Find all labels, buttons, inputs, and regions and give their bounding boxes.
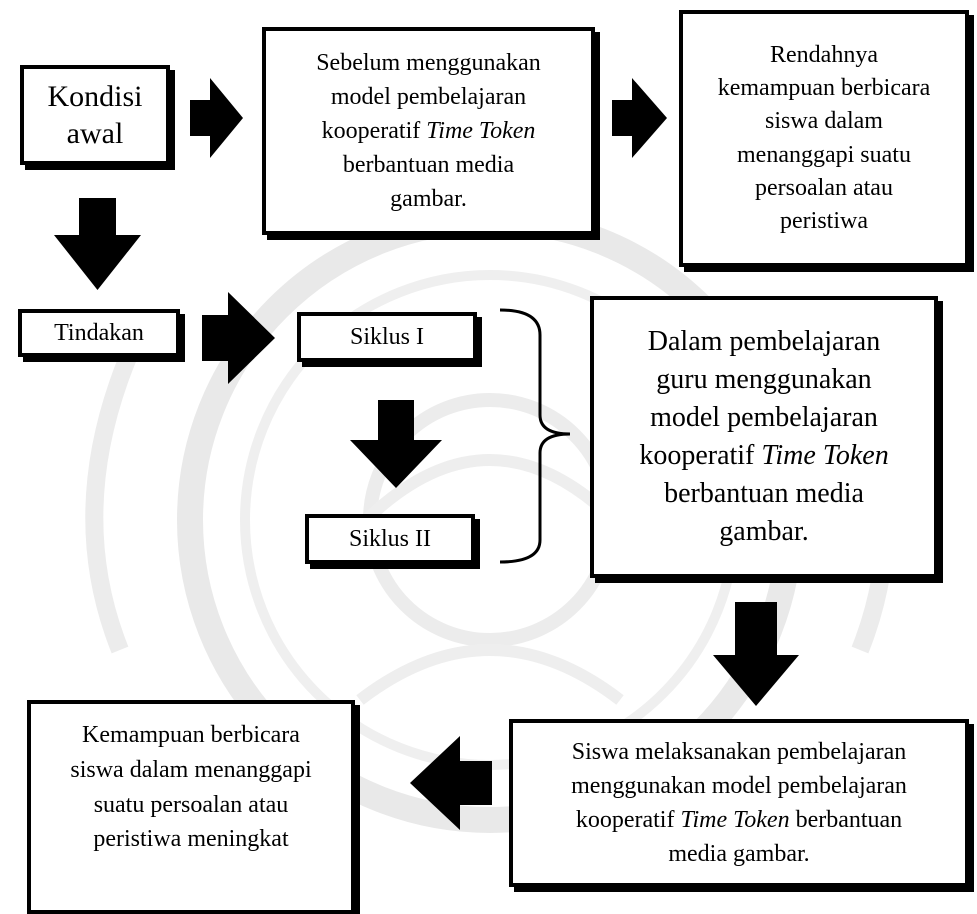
arrow-down-1 [54, 198, 141, 290]
arrow-right-3 [202, 292, 275, 384]
node-sebelum: Sebelum menggunakan model pembelajaran k… [262, 27, 595, 235]
arrow-left-1 [410, 736, 492, 830]
node-siklus-2-label: Siklus II [348, 525, 431, 552]
node-siklus-1: Siklus I [297, 312, 477, 362]
node-kemampuan-label: Kemampuan berbicara siswa dalam menangga… [70, 722, 312, 853]
node-sebelum-text-a: Sebelum menggunakan model pembelajaran k… [316, 49, 541, 144]
node-siswa-melaksanakan: Siswa melaksanakan pembelajaran mengguna… [509, 719, 969, 887]
arrow-right-2 [612, 78, 667, 158]
node-dalam-text-b: berbantuan media gambar. [664, 478, 864, 548]
node-siswa-text-a: Siswa melaksanakan pembelajaran mengguna… [571, 738, 907, 833]
arrow-down-2 [350, 400, 442, 488]
node-kondisi-awal: Kondisi awal [20, 65, 170, 165]
node-rendahnya-label: Rendahnya kemampuan berbicara siswa dala… [717, 42, 931, 234]
node-kemampuan-meningkat: Kemampuan berbicara siswa dalam menangga… [27, 700, 355, 914]
node-siklus-1-label: Siklus I [349, 323, 424, 350]
arrow-down-3 [713, 602, 799, 706]
node-dalam-emph: Time Token [761, 440, 889, 471]
node-tindakan: Tindakan [18, 309, 180, 357]
node-kondisi-awal-label: Kondisi awal [47, 79, 143, 151]
node-sebelum-text-b: berbantuan media gambar. [342, 152, 515, 213]
node-siswa-text-b: berbantuan media gambar. [668, 807, 903, 868]
node-rendahnya: Rendahnya kemampuan berbicara siswa dala… [679, 10, 969, 267]
node-siswa-emph: Time Token [680, 807, 790, 833]
node-sebelum-emph: Time Token [426, 117, 536, 144]
arrow-right-1 [190, 78, 243, 158]
bracket [499, 308, 571, 564]
node-tindakan-label: Tindakan [54, 319, 144, 346]
node-dalam-text-a: Dalam pembelajaran guru menggunakan mode… [639, 325, 881, 471]
node-dalam-pembelajaran: Dalam pembelajaran guru menggunakan mode… [590, 296, 938, 578]
node-siklus-2: Siklus II [305, 514, 475, 564]
